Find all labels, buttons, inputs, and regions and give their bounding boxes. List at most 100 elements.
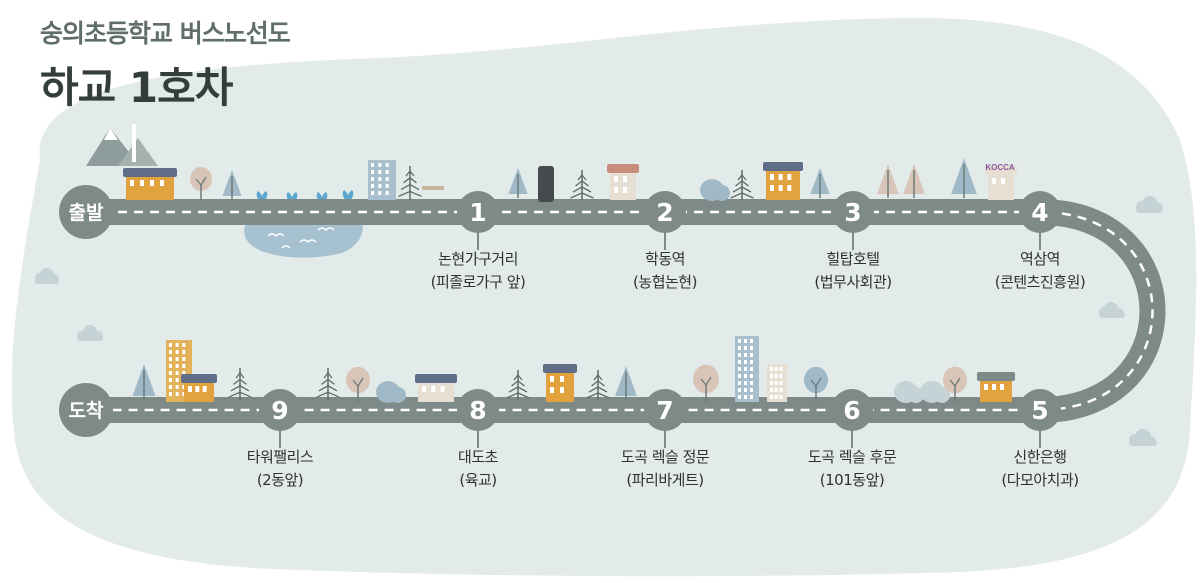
stop-number: 5 xyxy=(1031,396,1048,425)
stop-circle xyxy=(832,191,874,233)
stop-name: 학동역 xyxy=(645,250,685,268)
stop-number: 8 xyxy=(469,396,486,425)
stop-name: 신한은행 xyxy=(1013,448,1067,466)
house-icon xyxy=(415,374,457,402)
pine-tree-icon xyxy=(615,366,637,400)
start-label: 출발 xyxy=(69,202,104,224)
stop-circle xyxy=(259,389,301,431)
cloud-icon xyxy=(1136,196,1163,213)
stop-detail: (다모아치과) xyxy=(1001,471,1079,489)
stop-name: 논현가구거리 xyxy=(438,250,518,268)
bush-icon xyxy=(700,179,730,201)
bush-icon xyxy=(894,381,924,403)
bush-icon xyxy=(376,381,406,403)
house-icon xyxy=(985,166,1017,200)
stop-label: 도곡 렉슬 후문 (101동앞) xyxy=(757,446,947,492)
cloud-icons xyxy=(35,196,1163,446)
tower-building-icon xyxy=(368,160,396,200)
house-icon xyxy=(977,372,1015,402)
pine-tree-icon xyxy=(903,164,925,198)
round-tree-icon xyxy=(943,366,967,402)
stop-circle xyxy=(644,389,686,431)
house-icon xyxy=(123,168,177,200)
stop-circle xyxy=(457,389,499,431)
pine-tree-icon xyxy=(951,158,977,198)
house-icon xyxy=(607,164,639,200)
mountain-icon xyxy=(86,124,158,166)
stop-label: 역삼역 (콘텐츠진흥원) xyxy=(945,248,1135,294)
stop-number: 4 xyxy=(1031,198,1048,227)
stop-circle xyxy=(831,389,873,431)
round-tree-icon xyxy=(804,366,828,402)
stop-detail: (101동앞) xyxy=(819,471,885,489)
stop-circle xyxy=(644,191,686,233)
cloud-icon xyxy=(77,325,103,341)
cloud-icon xyxy=(35,268,59,284)
stop-markers: 1 2 3 4 5 6 7 8 9 xyxy=(259,191,1061,448)
sketch-tree-icon xyxy=(586,370,610,400)
cloud-icon xyxy=(1129,429,1157,446)
pine-tree-icon xyxy=(810,168,830,198)
kocca-sign: KOCCA xyxy=(985,163,1015,172)
end-marker: 도착 xyxy=(59,383,113,437)
stop-detail: (콘텐츠진흥원) xyxy=(994,273,1086,291)
round-tree-icon xyxy=(693,364,719,402)
stop-label: 신한은행 (다모아치과) xyxy=(945,446,1135,492)
house-icon xyxy=(181,374,217,402)
pine-tree-icon xyxy=(132,364,156,400)
stop-label: 도곡 렉슬 정문(파리바게트) xyxy=(570,446,760,492)
background-blob xyxy=(11,17,1197,577)
bench-icon xyxy=(422,186,444,190)
pine-tree-icon xyxy=(877,164,899,198)
end-label: 도착 xyxy=(69,400,104,422)
sketch-tree-icon xyxy=(228,368,252,400)
tower-building-icon xyxy=(735,336,759,402)
stop-name: 역삼역 xyxy=(1020,250,1060,268)
sketch-tree-icon xyxy=(506,370,530,400)
page-title: 하교 1호차 xyxy=(40,63,233,112)
pine-tree-icon xyxy=(508,168,528,198)
stop-label: 힐탑호텔(법무사회관) xyxy=(758,248,948,294)
stop-circle xyxy=(457,191,499,233)
house-icon xyxy=(763,162,803,200)
stop-detail: (파리바게트) xyxy=(626,471,704,489)
road-center-dashes xyxy=(86,210,1154,412)
stop-label: 논현가구거리 (피졸로가구 앞) xyxy=(383,248,573,294)
start-marker: 출발 xyxy=(59,185,113,239)
pine-tree-icon xyxy=(222,170,242,200)
stop-label: 학동역 (농협논현) xyxy=(570,248,760,294)
stop-detail: (농협논현) xyxy=(633,273,697,291)
bush-icon xyxy=(920,381,950,403)
sketch-tree-icon xyxy=(730,170,754,200)
stop-detail: (피졸로가구 앞) xyxy=(430,273,526,291)
sketch-tree-icon xyxy=(570,170,594,200)
stop-number: 3 xyxy=(844,198,861,227)
stop-number: 7 xyxy=(656,396,673,425)
stop-name: 도곡 렉슬 후문 xyxy=(807,448,897,466)
round-tree-icon xyxy=(190,166,212,200)
decorations xyxy=(86,124,1017,403)
stop-number: 2 xyxy=(656,198,673,227)
stop-number: 1 xyxy=(469,198,486,227)
stop-number: 9 xyxy=(271,396,288,425)
stop-circle xyxy=(1019,389,1061,431)
signpost-icon xyxy=(538,166,554,202)
stop-label: 타워팰리스 (2동앞) xyxy=(185,446,375,492)
cloud-icon xyxy=(1099,302,1125,318)
sketch-tree-icon xyxy=(316,368,340,400)
stop-detail: (2동앞) xyxy=(256,471,304,489)
stop-name: 힐탑호텔 xyxy=(826,250,880,268)
house-icon xyxy=(543,364,577,402)
tower-building-icon xyxy=(767,364,787,402)
stop-detail: (육교) xyxy=(459,471,497,489)
stop-label: 대도초 (육교) xyxy=(383,446,573,492)
sketch-tree-icon xyxy=(398,166,422,200)
stop-name: 타워팰리스 xyxy=(246,448,314,466)
stop-name: 대도초 xyxy=(458,448,498,466)
round-tree-icon xyxy=(346,366,370,402)
stop-number: 6 xyxy=(843,396,860,425)
stop-circle xyxy=(1019,191,1061,233)
page-subtitle: 숭의초등학교 버스노선도 xyxy=(40,19,291,48)
